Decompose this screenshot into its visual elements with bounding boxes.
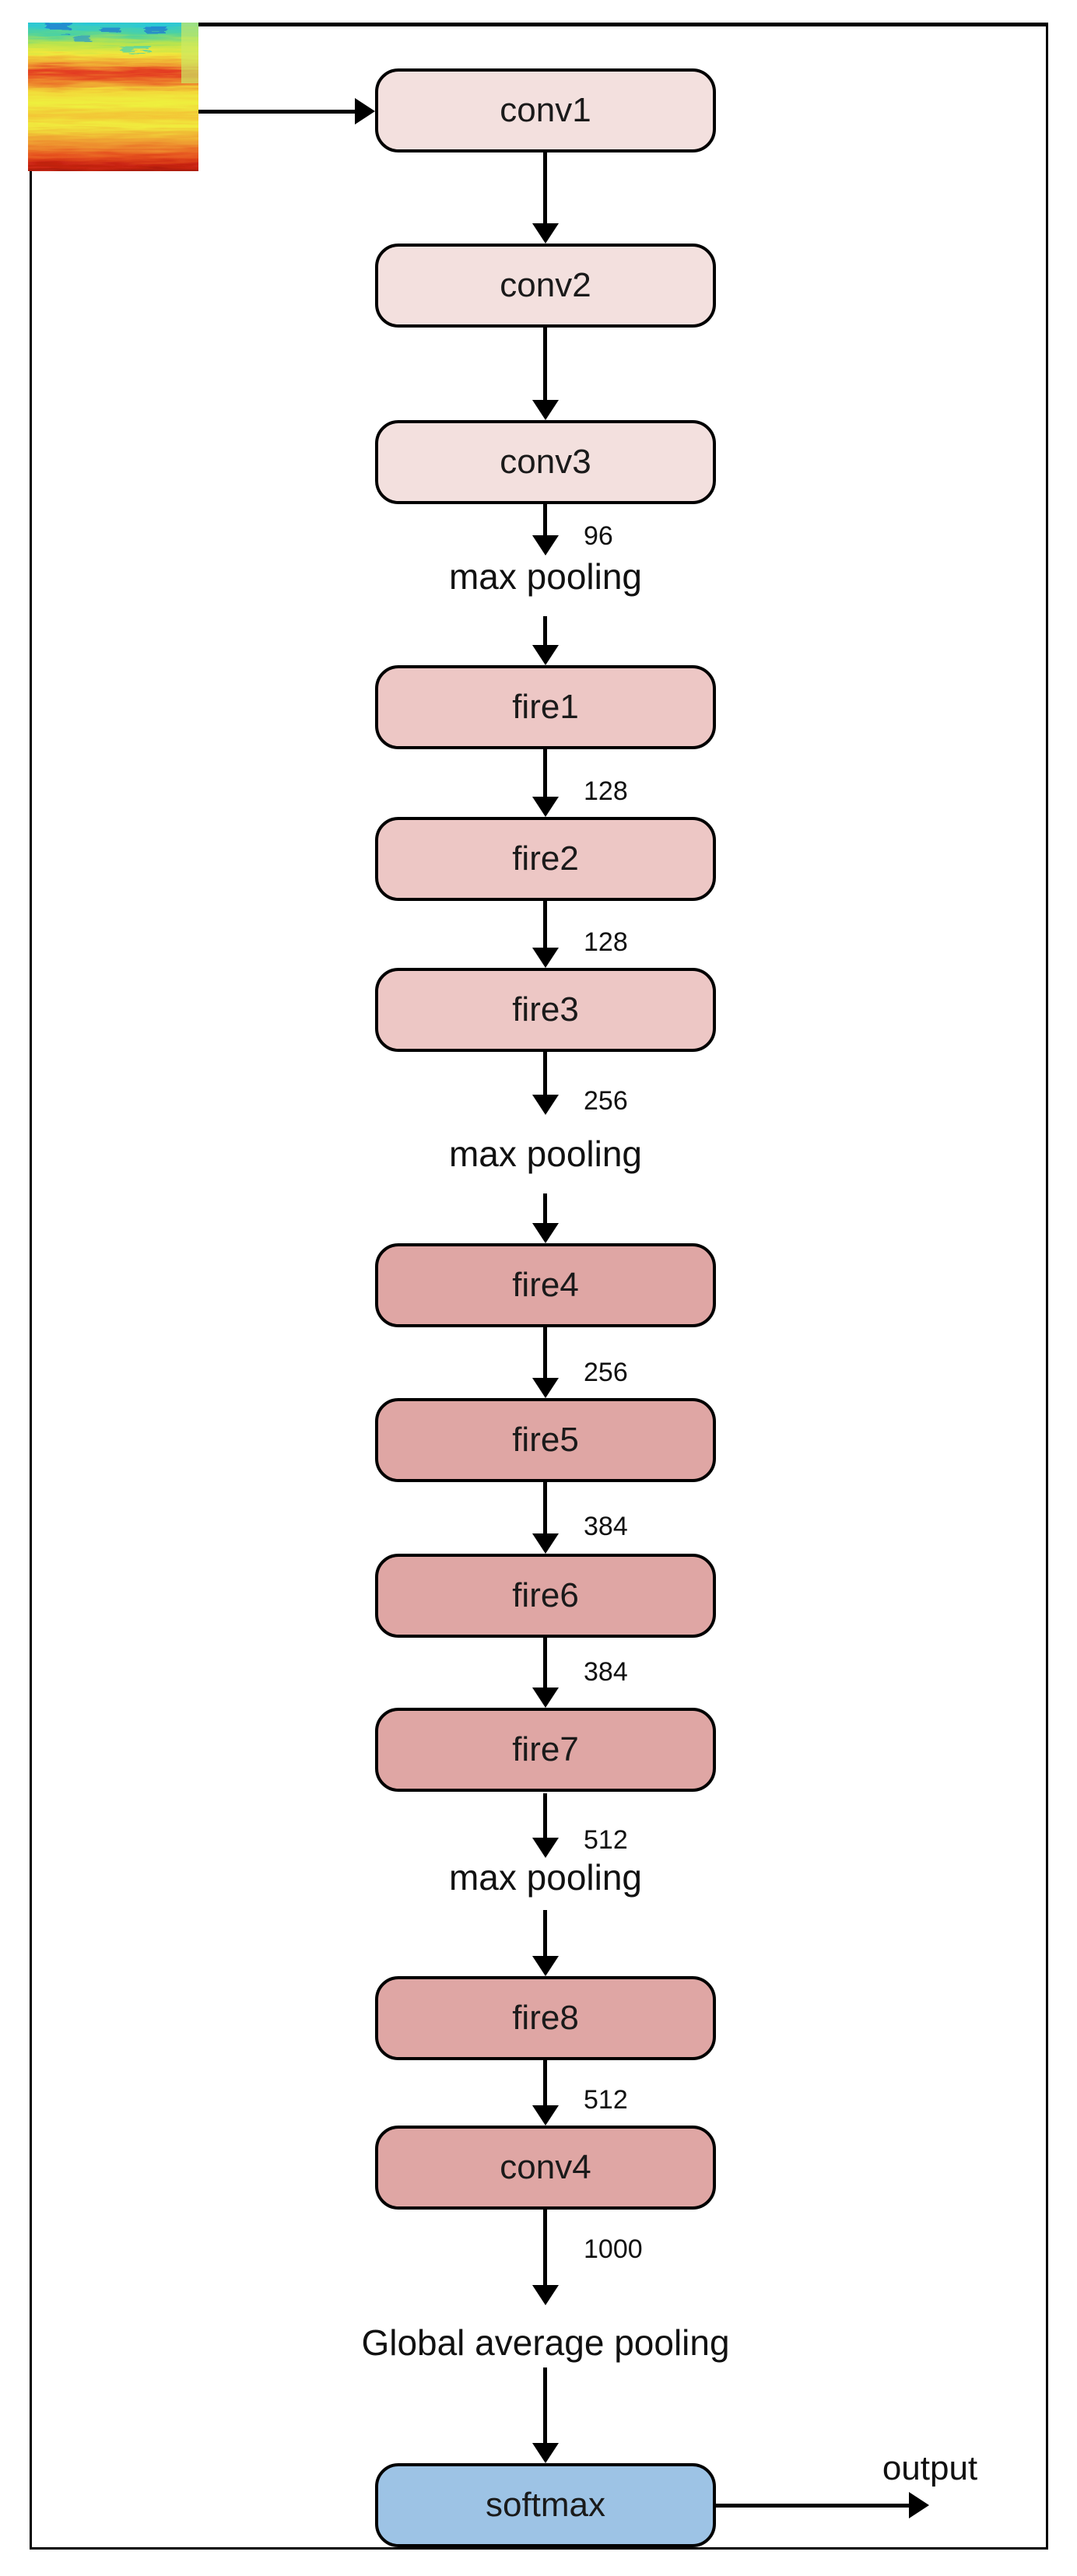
arrow-shaft bbox=[543, 1793, 547, 1838]
arrow-fire6-fire7 bbox=[530, 1638, 561, 1708]
arrowhead-down-icon bbox=[532, 1223, 559, 1243]
arrow-shaft bbox=[543, 616, 547, 645]
node-label: fire5 bbox=[512, 1421, 579, 1459]
arrow-softmax-output bbox=[716, 2492, 929, 2518]
arrow-shaft bbox=[543, 1193, 547, 1223]
arrow-shaft bbox=[543, 1638, 547, 1688]
arrowhead-down-icon bbox=[532, 1688, 559, 1708]
input-spectrogram-image bbox=[28, 23, 198, 171]
arrow-shaft bbox=[543, 901, 547, 948]
arrow-shaft bbox=[543, 1052, 547, 1095]
arrow-fire2-fire3 bbox=[530, 901, 561, 968]
arrowhead-down-icon bbox=[532, 400, 559, 420]
arrow-shaft bbox=[543, 152, 547, 223]
arrow-conv4-gap bbox=[530, 2210, 561, 2305]
arrowhead-down-icon bbox=[532, 2105, 559, 2126]
node-label: fire6 bbox=[512, 1576, 579, 1614]
spectrogram-graphic bbox=[28, 23, 198, 171]
node-label: softmax bbox=[485, 2486, 606, 2524]
arrow-conv3-maxpool1 bbox=[530, 504, 561, 556]
channel-count-label: 96 bbox=[584, 521, 613, 551]
node-label: fire4 bbox=[512, 1266, 579, 1304]
arrowhead-down-icon bbox=[532, 797, 559, 817]
channel-count-label: 256 bbox=[584, 1086, 628, 1116]
channel-count-label: 384 bbox=[584, 1512, 628, 1541]
node-label: conv2 bbox=[500, 266, 591, 304]
max-pooling-label-1: max pooling bbox=[448, 556, 643, 597]
node-label: fire3 bbox=[512, 990, 579, 1029]
node-label: conv3 bbox=[500, 443, 591, 481]
arrow-fire8-conv4 bbox=[530, 2060, 561, 2126]
global-average-pooling-label: Global average pooling bbox=[361, 2322, 730, 2363]
arrowhead-down-icon bbox=[532, 1838, 559, 1858]
channel-count-label: 384 bbox=[584, 1657, 628, 1687]
node-label: conv4 bbox=[500, 2148, 591, 2186]
arrowhead-down-icon bbox=[532, 645, 559, 665]
output-label: output bbox=[882, 2449, 978, 2487]
arrow-input-conv1 bbox=[198, 98, 375, 124]
channel-count-label: 128 bbox=[584, 776, 628, 806]
channel-count-label: 256 bbox=[584, 1358, 628, 1387]
node-label: fire8 bbox=[512, 1999, 579, 2037]
node-fire6: fire6 bbox=[375, 1554, 716, 1638]
arrow-shaft bbox=[543, 2210, 547, 2285]
channel-count-label: 1000 bbox=[584, 2234, 643, 2264]
node-fire1: fire1 bbox=[375, 665, 716, 749]
arrow-shaft bbox=[543, 2367, 547, 2443]
arrow-conv1-conv2 bbox=[530, 152, 561, 244]
arrow-fire3-maxpool2 bbox=[530, 1052, 561, 1115]
arrow-shaft bbox=[543, 328, 547, 400]
arrow-shaft bbox=[543, 1327, 547, 1378]
node-fire8: fire8 bbox=[375, 1976, 716, 2060]
max-pooling-label-2: max pooling bbox=[448, 1134, 643, 1174]
channel-count-label: 512 bbox=[584, 2085, 628, 2115]
arrowhead-down-icon bbox=[532, 223, 559, 244]
arrowhead-down-icon bbox=[532, 1533, 559, 1554]
arrow-fire7-maxpool3 bbox=[530, 1793, 561, 1858]
arrow-maxpool3-fire8 bbox=[530, 1910, 561, 1976]
arrow-conv2-conv3 bbox=[530, 328, 561, 420]
arrowhead-down-icon bbox=[532, 1378, 559, 1398]
arrow-shaft bbox=[543, 749, 547, 797]
arrowhead-down-icon bbox=[532, 535, 559, 556]
channel-count-label: 512 bbox=[584, 1825, 628, 1855]
max-pooling-label-3: max pooling bbox=[448, 1857, 643, 1898]
node-fire3: fire3 bbox=[375, 968, 716, 1052]
node-label: fire2 bbox=[512, 839, 579, 878]
node-conv4: conv4 bbox=[375, 2126, 716, 2210]
arrow-maxpool1-fire1 bbox=[530, 616, 561, 665]
arrow-fire4-fire5 bbox=[530, 1327, 561, 1398]
arrow-shaft bbox=[543, 2060, 547, 2105]
node-fire4: fire4 bbox=[375, 1243, 716, 1327]
arrow-fire1-fire2 bbox=[530, 749, 561, 817]
node-label: fire1 bbox=[512, 688, 579, 726]
arrow-shaft bbox=[716, 2504, 910, 2508]
arrowhead-down-icon bbox=[532, 2285, 559, 2305]
node-fire2: fire2 bbox=[375, 817, 716, 901]
arrow-maxpool2-fire4 bbox=[530, 1193, 561, 1243]
arrow-shaft bbox=[543, 1910, 547, 1956]
arrowhead-down-icon bbox=[532, 948, 559, 968]
arrow-gap-softmax bbox=[530, 2367, 561, 2463]
node-fire5: fire5 bbox=[375, 1398, 716, 1482]
node-conv1: conv1 bbox=[375, 68, 716, 152]
arrowhead-right-icon bbox=[355, 98, 375, 124]
node-fire7: fire7 bbox=[375, 1708, 716, 1792]
arrowhead-down-icon bbox=[532, 2443, 559, 2463]
arrow-shaft bbox=[198, 110, 356, 114]
arrowhead-down-icon bbox=[532, 1956, 559, 1976]
node-conv3: conv3 bbox=[375, 420, 716, 504]
arrowhead-down-icon bbox=[532, 1095, 559, 1115]
node-label: fire7 bbox=[512, 1730, 579, 1768]
arrowhead-right-icon bbox=[909, 2492, 929, 2518]
node-conv2: conv2 bbox=[375, 244, 716, 328]
node-softmax: softmax bbox=[375, 2463, 716, 2547]
arrow-shaft bbox=[543, 504, 547, 535]
arrow-shaft bbox=[543, 1482, 547, 1533]
channel-count-label: 128 bbox=[584, 927, 628, 957]
arrow-fire5-fire6 bbox=[530, 1482, 561, 1554]
node-label: conv1 bbox=[500, 91, 591, 129]
